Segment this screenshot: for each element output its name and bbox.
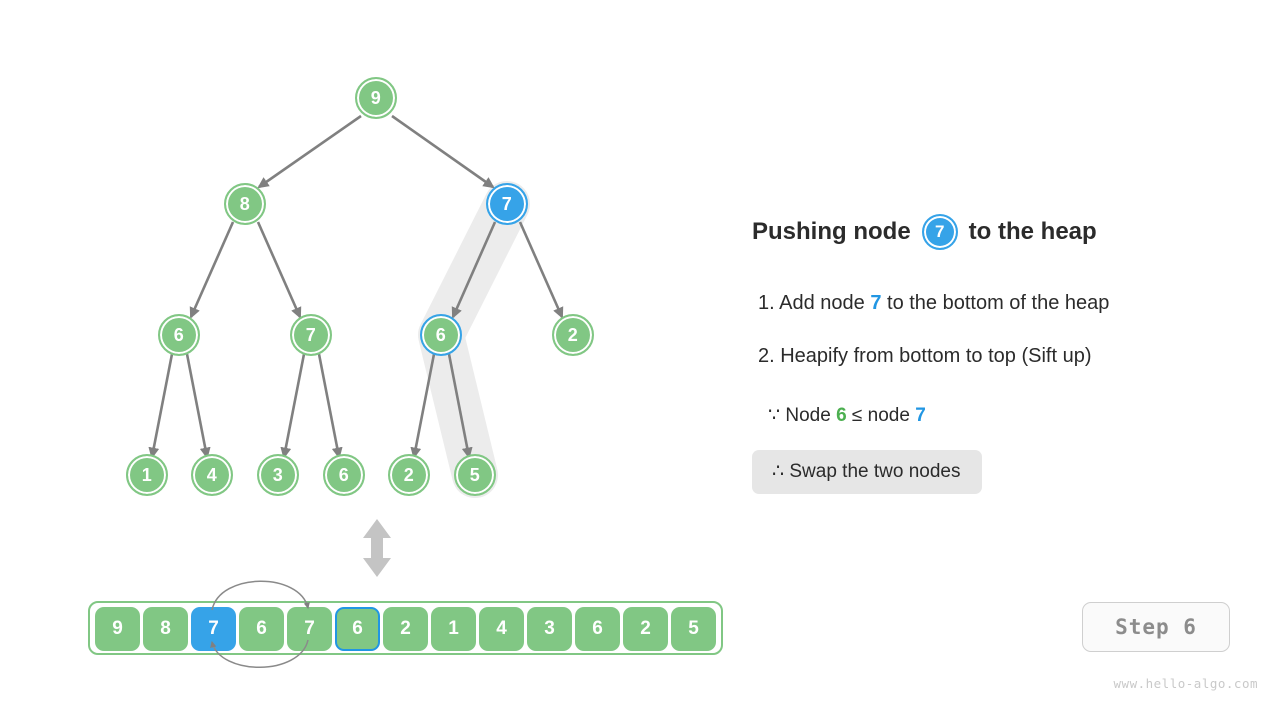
tree-node: 5 [454, 454, 496, 496]
tree-edge [256, 221, 302, 319]
tree-node: 4 [191, 454, 233, 496]
therefore-symbol: ∴ [772, 461, 785, 482]
tree-node: 6 [158, 314, 200, 356]
array-cell: 1 [431, 607, 476, 651]
step-counter-badge: Step 6 [1082, 602, 1230, 652]
tree-edge [280, 353, 306, 460]
tree-edge [447, 353, 473, 460]
tree-edge [185, 353, 211, 460]
step-1-prefix: 1. Add node [758, 292, 871, 314]
tree-node: 2 [552, 314, 594, 356]
heading-node-badge: 7 [921, 214, 958, 250]
array-cell: 6 [239, 607, 284, 651]
reason-text: ∵ Node 6 ≤ node 7 [768, 404, 926, 427]
conclusion-text: Swap the two nodes [784, 461, 961, 482]
tree-edge [317, 353, 343, 460]
tree-node: 8 [224, 183, 266, 225]
reason-right-value: 7 [915, 405, 926, 426]
tree-node: 1 [126, 454, 168, 496]
explanation-panel: Pushing node 7 to the heap 1. Add node 7… [752, 0, 1280, 720]
tree-edge [410, 353, 436, 460]
tree-edge [189, 221, 235, 319]
array-cell: 6 [575, 607, 620, 651]
tree-edge [148, 353, 174, 460]
panel-heading: Pushing node 7 to the heap [752, 214, 1097, 250]
tree-edge [451, 221, 497, 319]
tree-node: 9 [355, 77, 397, 119]
tree-edge [257, 114, 362, 189]
array-cell: 8 [143, 607, 188, 651]
array-cell: 6 [335, 607, 380, 651]
array-cell: 9 [95, 607, 140, 651]
conclusion-chip: ∴ Swap the two nodes [752, 450, 983, 494]
tree-node: 3 [257, 454, 299, 496]
array-cell: 4 [479, 607, 524, 651]
because-symbol: ∵ [768, 405, 781, 426]
array-cell: 5 [671, 607, 716, 651]
step-1-text: 1. Add node 7 to the bottom of the heap [758, 292, 1109, 315]
tree-edge [391, 114, 495, 189]
tree-node: 7 [486, 183, 528, 225]
tree-node: 7 [290, 314, 332, 356]
step-1-value: 7 [870, 292, 882, 314]
array-cell: 2 [623, 607, 668, 651]
heading-suffix: to the heap [968, 218, 1097, 245]
heading-prefix: Pushing node [752, 218, 911, 245]
array-cell: 3 [527, 607, 572, 651]
tree-edge-group [148, 114, 564, 460]
tree-node: 2 [388, 454, 430, 496]
watermark-url: www.hello-algo.com [1113, 676, 1258, 691]
tree-edge [518, 221, 564, 319]
step-2-text: 2. Heapify from bottom to top (Sift up) [758, 345, 1092, 367]
reason-operator: ≤ node [846, 405, 916, 426]
tree-node: 6 [323, 454, 365, 496]
tree-node: 6 [420, 314, 462, 356]
reason-prefix: Node [780, 405, 837, 426]
step-1-suffix: to the bottom of the heap [881, 292, 1110, 314]
array-cell: 7 [191, 607, 236, 651]
array-cell: 2 [383, 607, 428, 651]
reason-left-value: 6 [836, 405, 847, 426]
array-cell: 7 [287, 607, 332, 651]
tree-array-link-arrow [363, 519, 391, 577]
